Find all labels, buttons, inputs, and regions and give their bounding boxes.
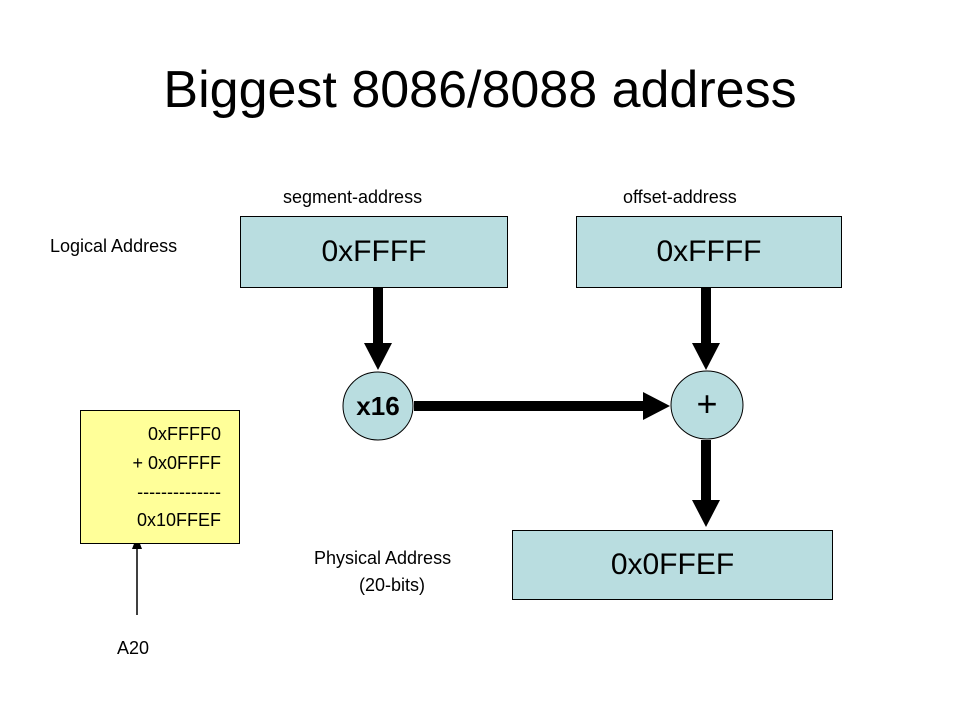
arrow-multiply-to-add bbox=[414, 392, 670, 420]
page-title: Biggest 8086/8088 address bbox=[163, 61, 797, 119]
offset-address-label: offset-address bbox=[623, 187, 737, 207]
physical-value-box: 0x0FFEF bbox=[512, 530, 833, 600]
calc-line-3: -------------- bbox=[137, 482, 221, 502]
arrow-add-to-physical bbox=[692, 440, 720, 527]
a20-arrow bbox=[132, 536, 142, 615]
calc-line-2: + 0x0FFFF bbox=[132, 453, 221, 473]
arrow-segment-to-multiply bbox=[364, 288, 392, 370]
multiply-node bbox=[342, 371, 414, 441]
logical-address-label: Logical Address bbox=[50, 236, 178, 256]
a20-label: A20 bbox=[117, 638, 150, 658]
add-node bbox=[670, 370, 744, 440]
segment-address-label: segment-address bbox=[283, 187, 423, 207]
add-label: + bbox=[696, 383, 718, 424]
carry-calculation-box: 0xFFFF0 + 0x0FFFF -------------- 0x10FFE… bbox=[80, 410, 240, 544]
physical-bits-label: (20-bits) bbox=[359, 575, 426, 595]
calc-line-1: 0xFFFF0 bbox=[147, 424, 221, 444]
segment-value-box: 0xFFFF bbox=[240, 216, 508, 288]
offset-value-box: 0xFFFF bbox=[576, 216, 842, 288]
multiply-label: x16 bbox=[356, 390, 400, 421]
physical-address-label: Physical Address bbox=[314, 548, 452, 568]
calc-line-4: 0x10FFEF bbox=[136, 510, 221, 530]
arrow-offset-to-add bbox=[692, 288, 720, 370]
